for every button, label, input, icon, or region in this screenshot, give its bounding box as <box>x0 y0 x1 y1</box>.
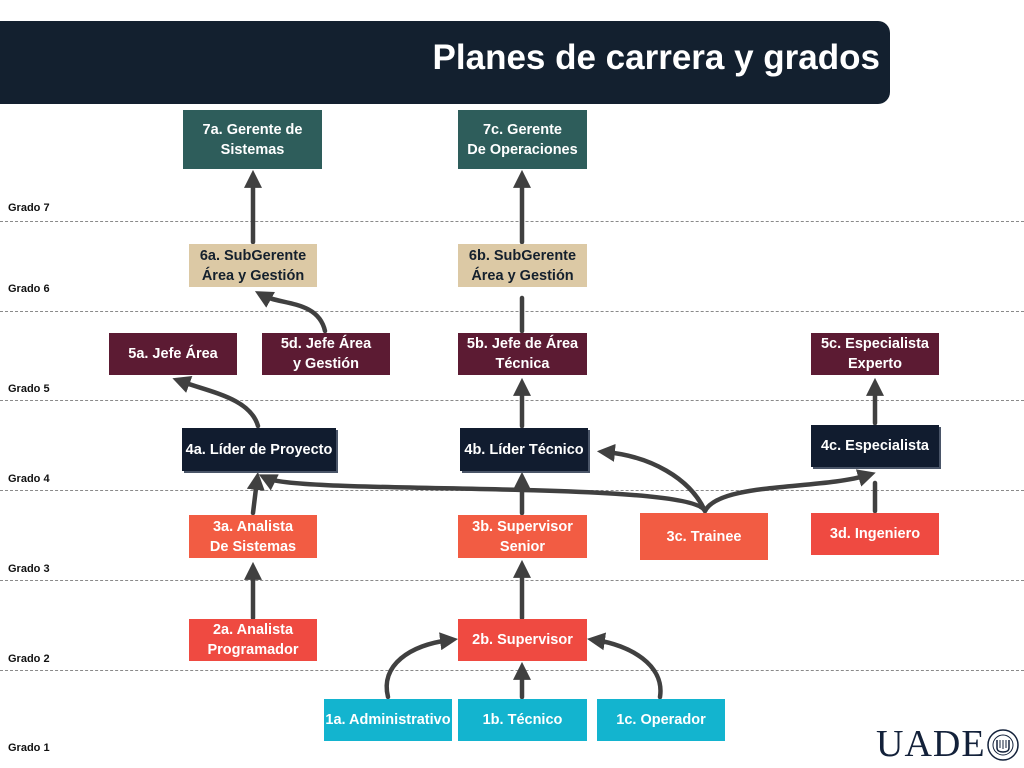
node-5b-jefe-area-tecnica: 5b. Jefe de Área Técnica <box>458 333 587 375</box>
grade-separator <box>0 580 1024 581</box>
grade-label-2: Grado 2 <box>8 653 50 665</box>
arrow-3a-4a <box>246 471 265 516</box>
arrow-1a-2b <box>384 632 459 700</box>
node-3b-supervisor-senior: 3b. Supervisor Senior <box>458 515 587 558</box>
node-2a-analista-programador: 2a. Analista Programador <box>189 619 317 661</box>
grade-label-1: Grado 1 <box>8 742 50 754</box>
arrow-4a-5a <box>172 375 261 429</box>
node-3c-trainee: 3c. Trainee <box>640 513 768 560</box>
arrow-1c-2b <box>586 632 663 700</box>
grade-label-6: Grado 6 <box>8 283 50 295</box>
node-7c-gerente-operaciones: 7c. Gerente De Operaciones <box>458 110 587 169</box>
grade-label-5: Grado 5 <box>8 383 50 395</box>
node-6b-subgerente: 6b. SubGerente Área y Gestión <box>458 244 587 287</box>
fundacion-uade-seal-icon <box>987 729 1019 761</box>
node-5d-jefe-area-gestion: 5d. Jefe Área y Gestión <box>262 333 390 375</box>
grade-label-4: Grado 4 <box>8 473 50 485</box>
grade-separator <box>0 311 1024 312</box>
page-title: Planes de carrera y grados <box>432 38 880 77</box>
node-5a-jefe-area: 5a. Jefe Área <box>109 333 237 375</box>
node-1a-administrativo: 1a. Administrativo <box>324 699 452 741</box>
node-4a-lider-proyecto: 4a. Líder de Proyecto <box>182 428 336 471</box>
grade-label-7: Grado 7 <box>8 202 50 214</box>
grade-separator <box>0 400 1024 401</box>
arrow-5d-6a <box>254 291 328 334</box>
grade-label-3: Grado 3 <box>8 563 50 575</box>
arrow-3c-4c <box>702 469 876 514</box>
logo-text: UADE <box>876 723 986 765</box>
grade-separator <box>0 221 1024 222</box>
node-3a-analista-sistemas: 3a. Analista De Sistemas <box>189 515 317 558</box>
arrow-3c-4a <box>258 474 708 514</box>
node-1c-operador: 1c. Operador <box>597 699 725 741</box>
node-7a-gerente-sistemas: 7a. Gerente de Sistemas <box>183 110 322 169</box>
node-4c-especialista: 4c. Especialista <box>811 425 939 467</box>
grade-separator <box>0 670 1024 671</box>
node-1b-tecnico: 1b. Técnico <box>458 699 587 741</box>
node-4b-lider-tecnico: 4b. Líder Técnico <box>460 428 588 471</box>
uade-logo: UADE <box>876 722 986 766</box>
title-bar: Planes de carrera y grados <box>0 21 890 104</box>
arrow-3c-4b <box>596 443 708 514</box>
node-6a-subgerente: 6a. SubGerente Área y Gestión <box>189 244 317 287</box>
node-5c-especialista-experto: 5c. Especialista Experto <box>811 333 939 375</box>
node-3d-ingeniero: 3d. Ingeniero <box>811 513 939 555</box>
node-2b-supervisor: 2b. Supervisor <box>458 619 587 661</box>
